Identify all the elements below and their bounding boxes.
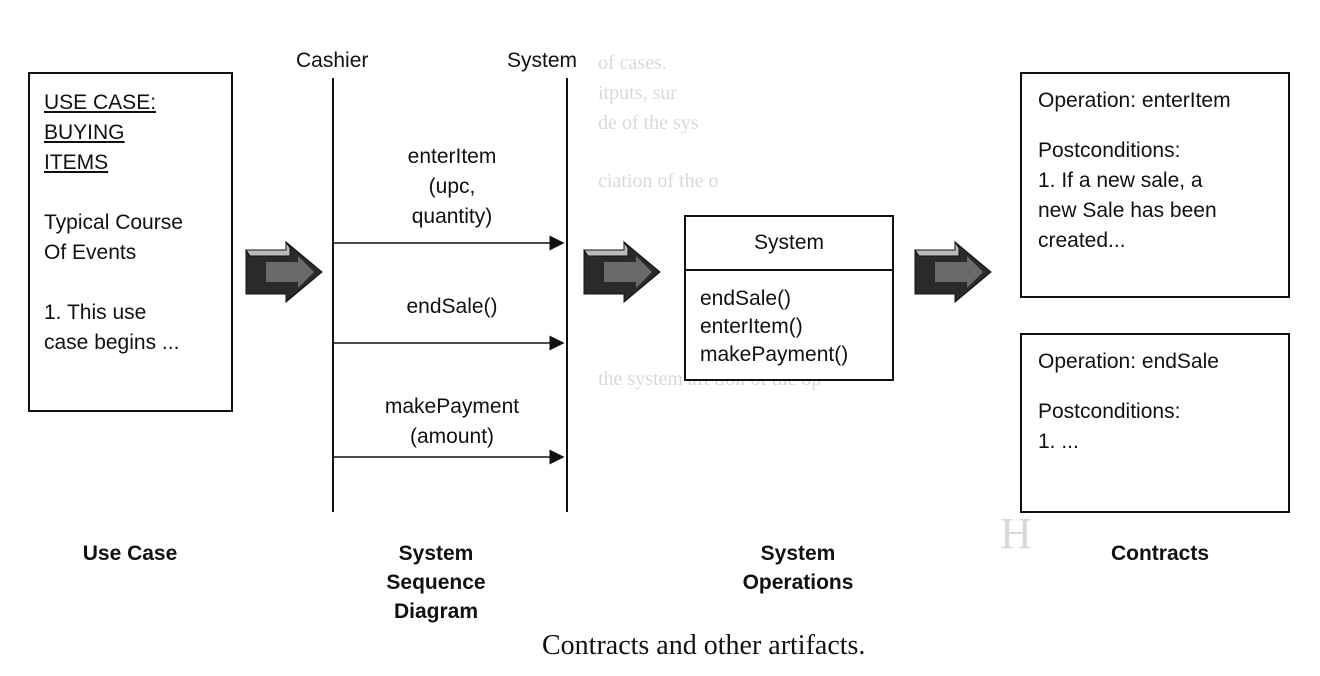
- block-arrow-2: [583, 240, 661, 304]
- label-use-case: Use Case: [82, 542, 178, 565]
- contract-operation: Operation: enterItem: [1038, 89, 1231, 112]
- label-line: System: [398, 542, 474, 565]
- system-operation: enterItem(): [700, 315, 803, 338]
- figure-caption: Contracts and other artifacts.: [542, 630, 866, 661]
- use-case-step-line: 1. This use: [44, 301, 147, 324]
- contract-operation: Operation: endSale: [1038, 350, 1219, 373]
- contract-box-enteritem: Operation: enterItem Postconditions: 1. …: [1020, 72, 1290, 298]
- message-label-endsale: endSale(): [357, 292, 547, 322]
- label-line: Operations: [742, 571, 854, 594]
- message-line: endSale(): [406, 295, 498, 318]
- use-case-course-line: Of Events: [44, 241, 137, 264]
- contract-post-line: 1. ...: [1038, 430, 1079, 453]
- system-class-name: System: [686, 217, 892, 271]
- actor-system: System: [507, 49, 578, 72]
- contract-box-endsale: Operation: endSale Postconditions: 1. ..…: [1020, 333, 1290, 513]
- contract-postconditions-label: Postconditions:: [1038, 400, 1181, 423]
- contract-postconditions-label: Postconditions:: [1038, 139, 1181, 162]
- system-class-box: System endSale() enterItem() makePayment…: [684, 215, 894, 381]
- contract-post-line: 1. If a new sale, a: [1038, 169, 1203, 192]
- label-line: System: [760, 542, 836, 565]
- label-line: Sequence: [386, 571, 486, 594]
- use-case-course-line: Typical Course: [44, 211, 183, 234]
- label-line: Diagram: [393, 600, 479, 623]
- use-case-title-line: BUYING: [44, 121, 125, 144]
- system-class-operations: endSale() enterItem() makePayment(): [686, 271, 892, 369]
- label-system-sequence-diagram: System Sequence Diagram: [356, 539, 516, 626]
- label-system-operations: System Operations: [718, 539, 878, 597]
- block-arrow-1: [245, 240, 323, 304]
- message-line: makePayment: [384, 395, 520, 418]
- message-line: (upc,: [428, 175, 476, 198]
- contract-post-line: created...: [1038, 229, 1126, 252]
- block-arrow-3: [914, 240, 992, 304]
- message-line: enterItem: [407, 145, 497, 168]
- use-case-box: USE CASE: BUYING ITEMS Typical Course Of…: [28, 72, 233, 412]
- label-contracts: Contracts: [1110, 542, 1210, 565]
- use-case-step-line: case begins ...: [44, 331, 180, 354]
- message-line: (amount): [409, 425, 495, 448]
- message-label-enteritem: enterItem (upc, quantity): [357, 142, 547, 232]
- system-operation: makePayment(): [700, 343, 849, 366]
- use-case-title-line: ITEMS: [44, 151, 109, 174]
- actor-cashier: Cashier: [296, 49, 369, 72]
- contract-post-line: new Sale has been: [1038, 199, 1217, 222]
- message-label-makepayment: makePayment (amount): [357, 392, 547, 452]
- use-case-title-line: USE CASE:: [44, 91, 157, 114]
- system-operation: endSale(): [700, 287, 792, 310]
- message-line: quantity): [411, 205, 493, 228]
